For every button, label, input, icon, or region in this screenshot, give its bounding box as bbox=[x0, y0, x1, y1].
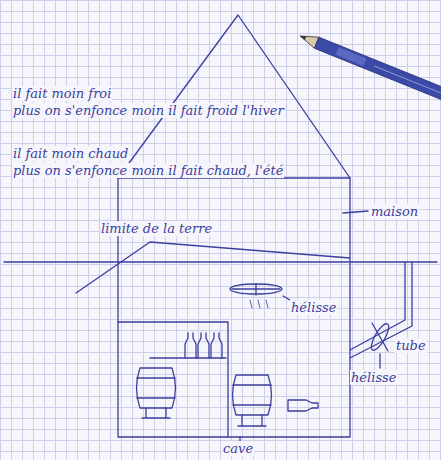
part-label: cave bbox=[222, 441, 254, 456]
part-label: tube bbox=[395, 338, 427, 353]
note-text: plus on s'enfonce moin il fait froid l'h… bbox=[12, 103, 285, 118]
note-text: il fait moin froi bbox=[12, 86, 112, 101]
part-label: hélisse bbox=[290, 300, 337, 315]
note-text: il fait moin chaud bbox=[12, 146, 129, 161]
note-text: plus on s'enfonce moin il fait chaud, l'… bbox=[12, 163, 284, 178]
part-label: hélisse bbox=[350, 370, 397, 385]
part-label: maison bbox=[370, 204, 419, 219]
part-label: limite de la terre bbox=[100, 221, 213, 236]
